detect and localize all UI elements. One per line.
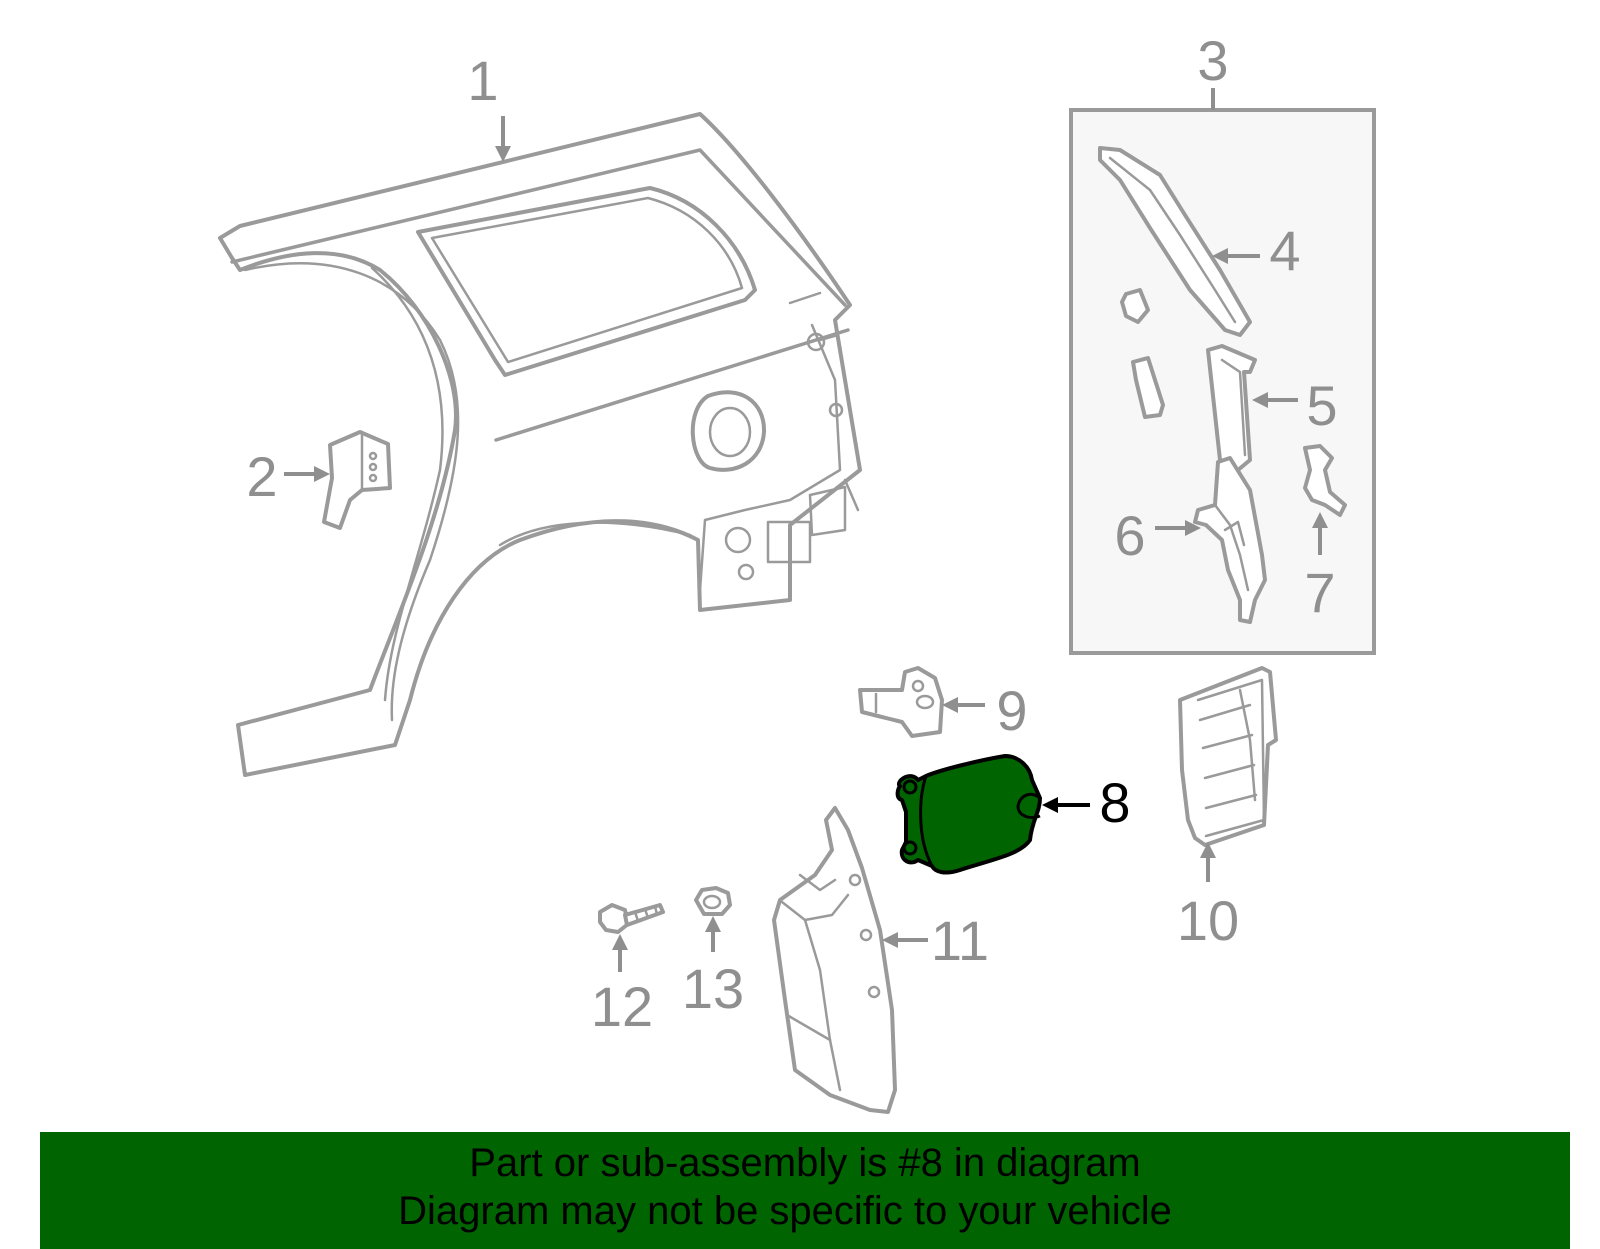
label-6-callout: 6 [1114,504,1201,567]
label-10-callout: 10 [1177,842,1239,952]
label-10: 10 [1177,889,1239,952]
label-4: 4 [1269,219,1300,282]
clip-small-upper[interactable] [1120,288,1150,324]
label-8: 8 [1099,771,1130,834]
fuel-filler-door-part-8[interactable] [895,754,1042,875]
label-11: 11 [931,909,989,972]
screw-part-12[interactable] [598,903,665,934]
info-banner: Part or sub-assembly is #8 in diagram Di… [40,1132,1570,1249]
label-6: 6 [1114,504,1145,567]
label-5: 5 [1306,374,1337,437]
label-13-callout: 13 [682,916,744,1020]
label-9: 9 [996,679,1027,742]
banner-disclaimer: Diagram may not be specific to your vehi… [398,1189,1172,1233]
label-12-callout: 12 [591,934,653,1038]
clip-small-lower[interactable] [1131,356,1165,419]
label-1: 1 [467,49,498,112]
banner-part-note: Part or sub-assembly is #8 in diagram [469,1141,1141,1185]
quarter-panel-part[interactable] [218,112,862,777]
label-11-callout: 11 [882,909,989,972]
fuel-housing-part-10[interactable] [1178,666,1278,847]
bracket-part-5[interactable] [1206,344,1257,472]
panel-part-6[interactable] [1193,456,1267,624]
label-9-callout: 9 [942,679,1028,742]
mud-flap-part-11[interactable] [772,806,897,1114]
label-3: 3 [1197,29,1228,92]
label-2: 2 [246,445,277,508]
bracket-part-7[interactable] [1303,444,1347,517]
label-7: 7 [1304,561,1335,624]
bracket-part-2[interactable] [322,430,392,530]
label-2-callout: 2 [246,445,330,508]
label-8-callout: 8 [1042,771,1131,834]
label-13: 13 [682,957,744,1020]
clip-part-13[interactable] [694,886,732,916]
reinforcement-part-4[interactable] [1098,146,1252,337]
hinge-part-9[interactable] [858,666,944,738]
label-5-callout: 5 [1252,374,1338,437]
label-1-callout: 1 [467,49,511,162]
label-12: 12 [591,975,653,1038]
parts-diagram: 1 2 3 4 5 [218,29,1376,1114]
label-4-callout: 4 [1212,219,1301,282]
label-7-callout: 7 [1304,512,1336,624]
